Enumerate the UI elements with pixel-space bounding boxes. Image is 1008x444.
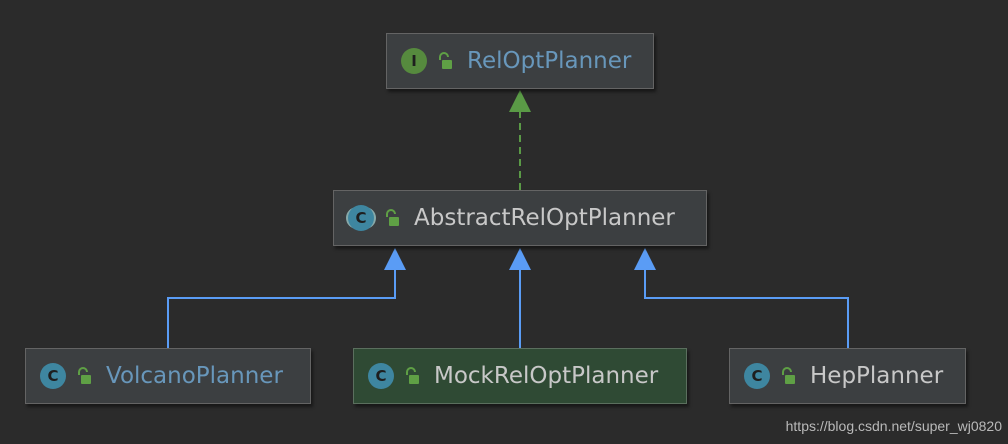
node-label: VolcanoPlanner	[106, 363, 283, 389]
edge-hep-extends-abstract	[644, 270, 849, 348]
node-volcano-planner[interactable]: C VolcanoPlanner	[25, 348, 311, 404]
interface-icon: I	[401, 48, 427, 74]
unlocked-lock-icon	[439, 52, 452, 69]
node-relopt-planner[interactable]: I RelOptPlanner	[386, 33, 654, 89]
extends-arrowhead-right	[634, 248, 656, 270]
extends-arrowhead-left	[384, 248, 406, 270]
unlocked-lock-icon	[782, 367, 795, 384]
node-label: RelOptPlanner	[467, 48, 632, 74]
class-icon: C	[744, 363, 770, 389]
edge-volcano-extends-abstract	[167, 270, 396, 348]
node-mock-relopt-planner[interactable]: C MockRelOptPlanner	[353, 348, 687, 404]
node-label: HepPlanner	[810, 363, 944, 389]
node-hep-planner[interactable]: C HepPlanner	[729, 348, 966, 404]
unlocked-lock-icon	[78, 367, 91, 384]
unlocked-lock-icon	[386, 209, 399, 226]
class-icon: C	[368, 363, 394, 389]
abstract-class-icon: C	[348, 205, 374, 231]
extends-arrowhead-center	[509, 248, 531, 270]
implements-arrowhead	[509, 90, 531, 112]
class-icon: C	[40, 363, 66, 389]
watermark: https://blog.csdn.net/super_wj0820	[785, 418, 1002, 434]
unlocked-lock-icon	[406, 367, 419, 384]
node-label: AbstractRelOptPlanner	[414, 205, 675, 231]
node-label: MockRelOptPlanner	[434, 363, 659, 389]
node-abstract-relopt-planner[interactable]: C AbstractRelOptPlanner	[333, 190, 707, 246]
